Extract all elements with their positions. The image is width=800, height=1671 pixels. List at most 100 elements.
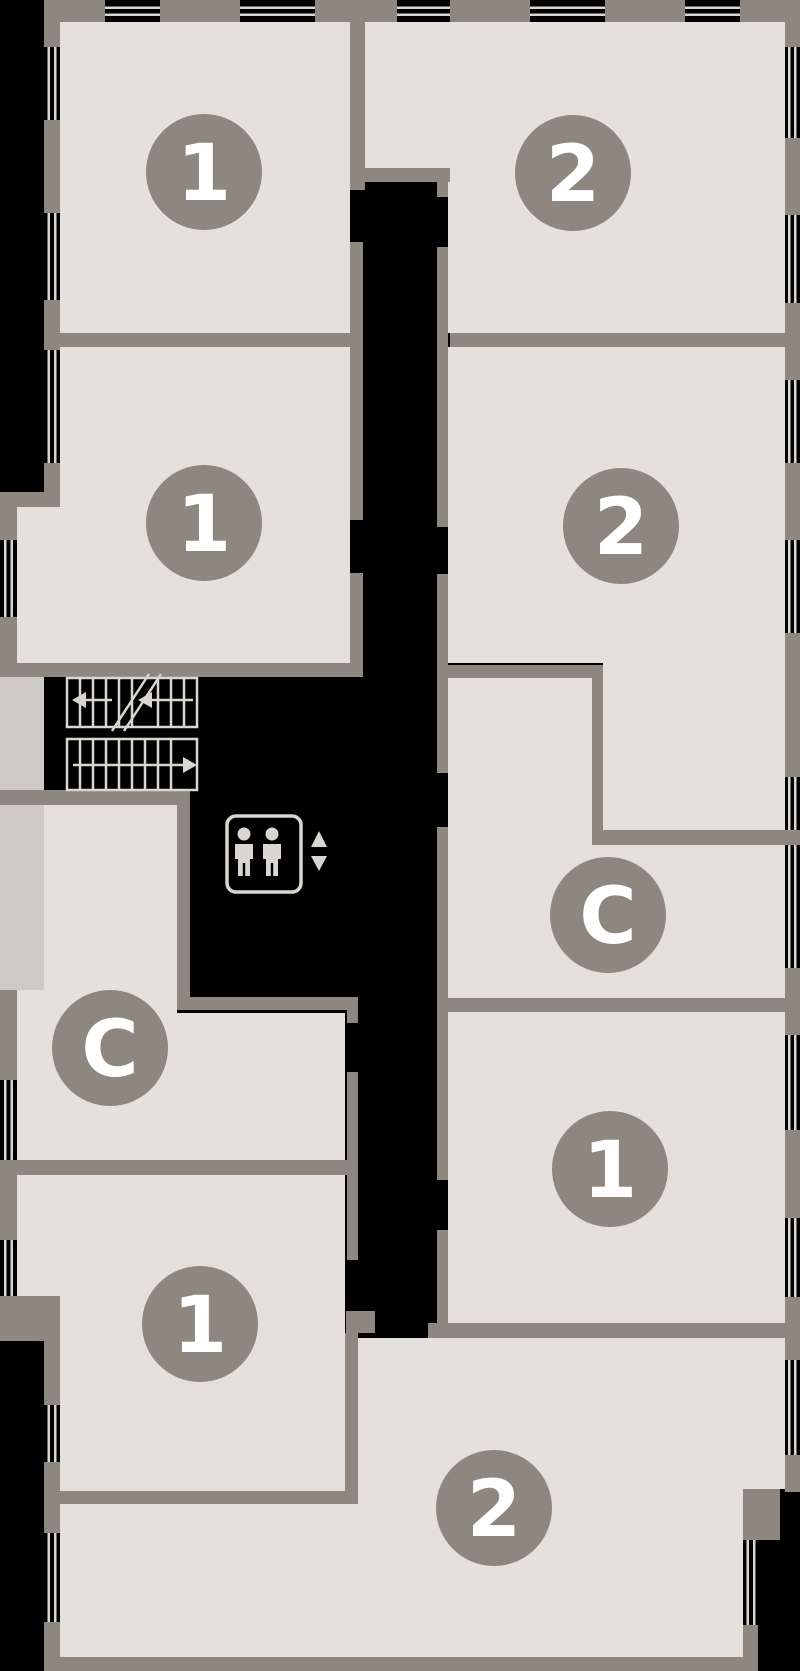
window <box>44 350 60 463</box>
unit-badge-label: 2 <box>467 1465 521 1555</box>
unit-badge-label: C <box>81 1005 138 1095</box>
wall-segment <box>785 138 800 215</box>
room-floor <box>60 1338 785 1657</box>
wall-segment <box>44 1657 758 1671</box>
wall-segment <box>177 997 358 1010</box>
wall-segment <box>0 507 17 540</box>
wall-segment <box>437 182 448 197</box>
window <box>397 0 450 22</box>
window <box>785 845 800 968</box>
elevator-down-arrow-icon <box>311 856 327 871</box>
wall-segment <box>0 492 60 507</box>
wall-segment <box>437 574 448 773</box>
unit-badge-1-top-left: 1 <box>146 114 262 230</box>
wall-segment <box>450 333 785 347</box>
wall-segment <box>350 242 363 520</box>
window <box>0 1080 17 1160</box>
unit-badge-c-left: C <box>52 990 168 1106</box>
stairs-arrow-right-icon <box>183 757 197 773</box>
unit-badge-2-bottom: 2 <box>436 1450 552 1566</box>
wall-segment <box>350 573 363 677</box>
wall-segment <box>0 790 190 805</box>
wall-segment <box>0 617 17 677</box>
stair-flight-down <box>65 737 199 792</box>
wall-segment <box>448 665 603 678</box>
wall-segment <box>740 0 785 22</box>
wall-segment <box>437 1230 448 1323</box>
wall-segment <box>605 0 685 22</box>
wall-segment <box>0 990 17 1080</box>
unit-badge-1-mid-left: 1 <box>146 465 262 581</box>
wall-segment <box>350 15 365 190</box>
wall-segment <box>345 1333 358 1491</box>
wall-segment <box>0 1296 60 1341</box>
window <box>44 1533 60 1622</box>
wall-segment <box>437 247 448 527</box>
window <box>44 213 60 300</box>
unit-badge-label: 1 <box>583 1126 637 1216</box>
wall-segment <box>785 968 800 1035</box>
wall-segment <box>785 1297 800 1360</box>
unit-badge-circle <box>550 857 666 973</box>
unit-badge-label: 1 <box>177 129 231 219</box>
window <box>44 47 60 120</box>
window <box>44 1405 60 1462</box>
wall-segment <box>15 1160 347 1175</box>
window <box>240 0 315 22</box>
wall-segment <box>743 1489 780 1540</box>
unit-badge-circle <box>142 1266 258 1382</box>
wall-segment <box>0 1160 17 1240</box>
unit-badge-2-mid-right: 2 <box>563 468 679 584</box>
wall-segment <box>437 827 448 1180</box>
unit-badge-1-bottom-left: 1 <box>142 1266 258 1382</box>
wall-segment <box>603 830 785 845</box>
wall-segment <box>785 1455 800 1492</box>
window <box>785 47 800 138</box>
wall-segment <box>346 1311 375 1333</box>
window <box>743 1540 758 1625</box>
room-floor <box>448 347 785 830</box>
unit-badge-circle <box>563 468 679 584</box>
wall-segment <box>785 1130 800 1218</box>
exterior-landing-strip <box>0 677 44 990</box>
wall-segment <box>44 1622 60 1671</box>
stairs-arrow-left-icon <box>138 692 152 708</box>
staircase <box>65 673 199 792</box>
wall-segment <box>44 1341 60 1405</box>
unit-badge-c-right: C <box>550 857 666 973</box>
wall-segment <box>44 120 60 213</box>
unit-badge-circle <box>436 1450 552 1566</box>
window <box>105 0 160 22</box>
wall-segment <box>785 303 800 380</box>
unit-badge-label: C <box>579 872 636 962</box>
unit-badge-2-top-right: 2 <box>515 115 631 231</box>
window <box>785 1035 800 1130</box>
window <box>0 540 17 617</box>
person-icon <box>263 827 281 876</box>
wall-segment <box>44 300 60 350</box>
windows-layer <box>0 0 800 1625</box>
unit-badge-circle <box>552 1111 668 1227</box>
unit-badge-circle <box>146 465 262 581</box>
person-icon <box>235 827 253 876</box>
wall-segment <box>450 0 530 22</box>
wall-segment <box>428 1323 785 1338</box>
wall-segment <box>160 0 240 22</box>
unit-badge-label: 1 <box>173 1281 227 1371</box>
wall-segment <box>0 663 363 677</box>
wall-segment <box>785 0 800 47</box>
wall-segment <box>60 333 353 347</box>
window <box>785 777 800 830</box>
room-floor <box>448 678 785 998</box>
window <box>785 380 800 463</box>
wall-segment <box>315 0 397 22</box>
window <box>785 1360 800 1455</box>
wall-segment <box>592 678 603 845</box>
unit-badge-circle <box>515 115 631 231</box>
stairs-arrow-left-icon <box>72 692 86 708</box>
wall-segment <box>44 0 60 47</box>
